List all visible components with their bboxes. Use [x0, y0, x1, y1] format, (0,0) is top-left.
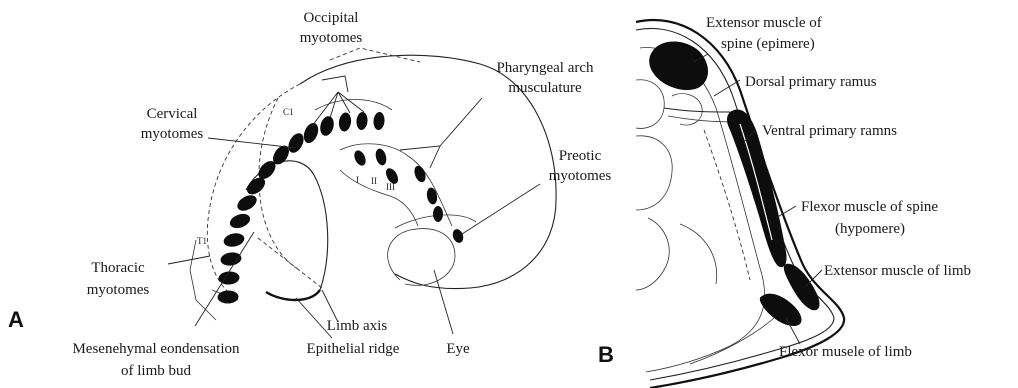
thoracic-wall: [190, 240, 216, 320]
mark-t1: T1: [197, 236, 207, 246]
mark-arch-3: III: [386, 182, 395, 192]
inner-dashed-contour: [259, 98, 300, 270]
label-occipital-line1: Occipital: [304, 10, 359, 26]
panel-a: C1 T1 I II III Occipital myotomes Pharyn…: [8, 10, 611, 379]
arch-muscle: [426, 187, 439, 205]
myotome-chain: [217, 112, 385, 304]
label-occipital-line2: myotomes: [300, 30, 363, 46]
arch-muscle: [412, 164, 427, 183]
label-mesenchymal-line2: of limb bud: [121, 363, 191, 379]
myotome-cervical: [228, 211, 252, 230]
label-limb-axis: Limb axis: [327, 318, 388, 334]
myotome-thoracic: [220, 251, 243, 267]
mark-c1: C1: [283, 107, 294, 117]
label-thoracic-line1: Thoracic: [91, 260, 145, 276]
myotome-occipital: [338, 112, 353, 132]
label-ventral-ramus: Ventral primary ramns: [762, 123, 897, 139]
label-pharyngeal-line1: Pharyngeal arch: [496, 60, 594, 76]
panel-letter-a: A: [8, 307, 24, 332]
label-mesenchymal-line1: Mesenehymal eondensation: [72, 341, 240, 357]
body-wall-inner: [640, 48, 765, 372]
label-flexor-limb: Flexor musele of limb: [779, 344, 912, 360]
label-epithelial-ridge: Epithelial ridge: [307, 341, 400, 357]
otic-outline: [315, 100, 392, 111]
flexor-spine-leader: [776, 206, 796, 218]
thoracic-leader: [168, 256, 210, 264]
panel-b: Extensor muscle of spine (epimere) Dorsa…: [598, 15, 971, 388]
spinal-cord: [636, 80, 664, 129]
preotic-leader: [462, 184, 540, 234]
extensor-muscle-spine: [649, 42, 708, 91]
myotome-occipital: [373, 112, 386, 131]
label-eye: Eye: [446, 341, 470, 357]
pharyngeal-leader: [400, 98, 482, 168]
label-extensor-spine-line1: Extensor muscle of: [706, 15, 822, 31]
viscera-outline: [636, 218, 669, 290]
label-preotic-line1: Preotic: [559, 148, 602, 164]
preotic-myotome: [451, 228, 465, 245]
myotome-cervical: [235, 192, 260, 214]
panel-letter-b: B: [598, 342, 614, 367]
occipital-leader: [322, 76, 348, 92]
label-cervical-line1: Cervical: [147, 106, 198, 122]
flexor-muscle-limb: [760, 294, 802, 326]
myotome-thoracic: [217, 290, 238, 304]
occipital-leader-fan: [312, 92, 364, 126]
myotome-cervical: [301, 121, 321, 145]
arch-muscle: [352, 149, 368, 168]
label-pharyngeal-line2: musculature: [508, 80, 582, 96]
label-cervical-line2: myotomes: [141, 126, 204, 142]
myotome-occipital: [356, 112, 369, 131]
pharyngeal-arch-muscles: [340, 144, 465, 245]
label-flexor-spine-line1: Flexor muscle of spine: [801, 199, 938, 215]
vertebra: [636, 136, 672, 210]
arch-muscle: [374, 147, 388, 166]
label-preotic-line2: myotomes: [549, 168, 612, 184]
label-thoracic-line2: myotomes: [87, 282, 150, 298]
mesenchymal-leader: [195, 232, 254, 326]
label-extensor-spine-line2: spine (epimere): [721, 36, 815, 52]
arch-outline: [340, 170, 418, 226]
epithelial-ridge: [266, 290, 320, 300]
eye-leader: [434, 270, 453, 334]
arch-muscle: [433, 206, 443, 222]
label-flexor-spine-line2: (hypomere): [835, 221, 905, 237]
label-extensor-limb: Extensor muscle of limb: [824, 263, 971, 279]
spinal-nerve: [664, 108, 730, 112]
label-dorsal-ramus: Dorsal primary ramus: [745, 74, 877, 90]
mark-arch-2: II: [371, 176, 377, 186]
myotome-thoracic: [218, 271, 240, 285]
viscera-outline-2: [680, 224, 717, 284]
cervical-leader: [208, 138, 296, 148]
myotome-cervical: [222, 231, 245, 248]
mark-arch-1: I: [356, 175, 359, 185]
myotome-occipital: [318, 115, 336, 138]
eye-outline: [388, 229, 455, 286]
